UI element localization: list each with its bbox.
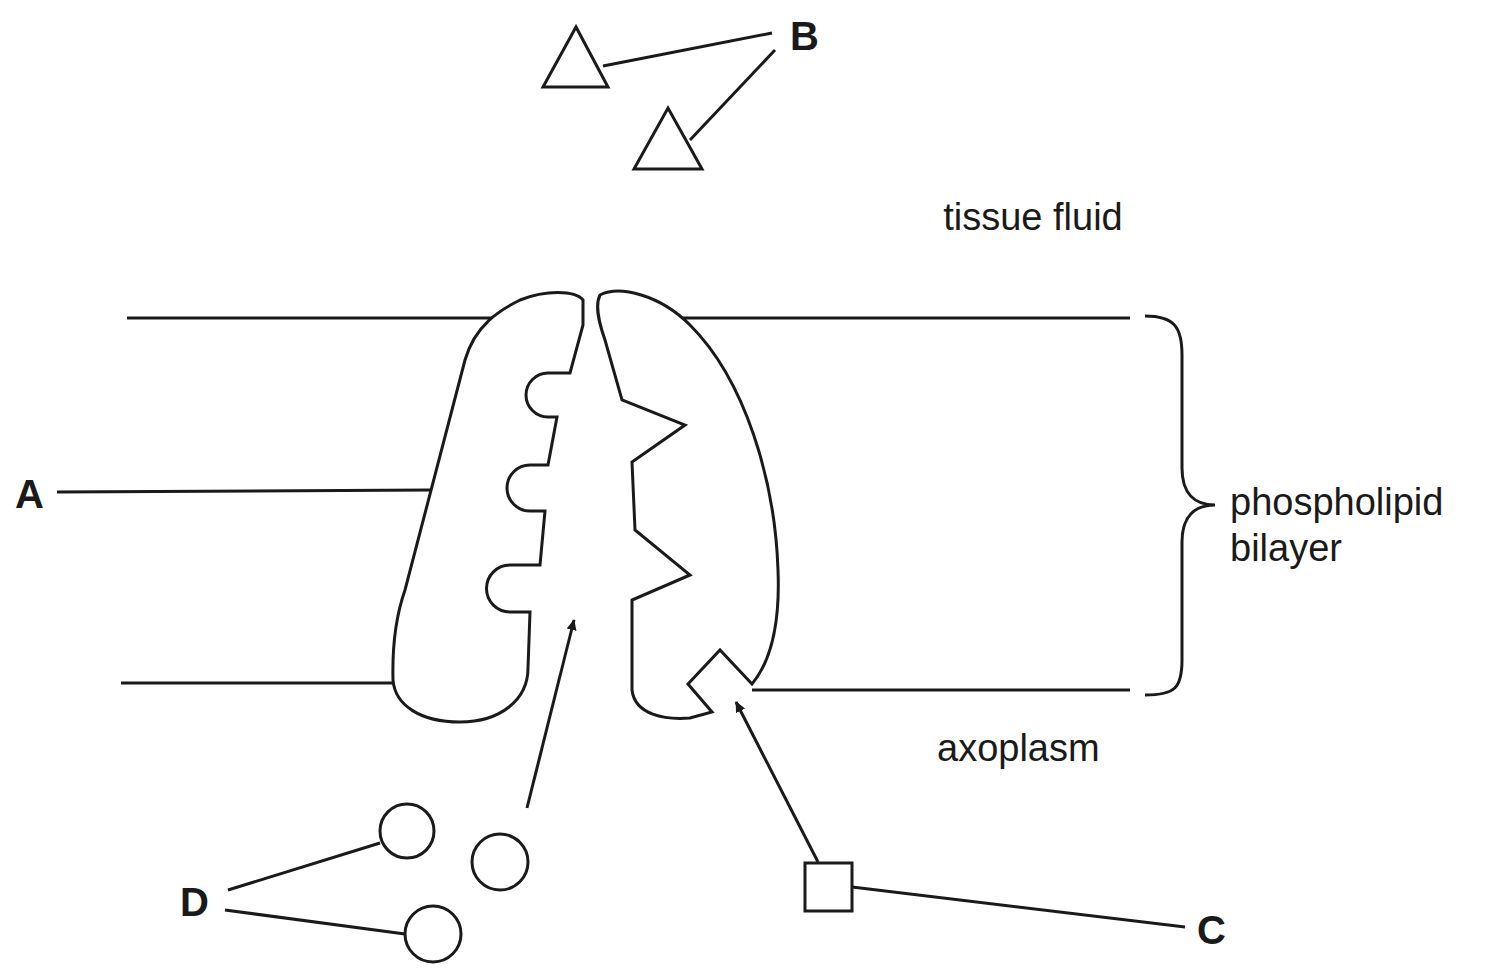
ion-circle	[405, 906, 461, 962]
bracket	[1145, 316, 1215, 695]
callout-letter: D	[180, 878, 240, 926]
callout-letter: B	[790, 12, 850, 60]
leader-line	[690, 50, 775, 140]
protein-subunit	[393, 293, 583, 723]
ion-circle	[380, 804, 434, 858]
leader-line	[852, 887, 1185, 927]
membrane-line	[752, 689, 1130, 692]
membrane-line	[680, 317, 1130, 320]
molecule-triangle	[543, 27, 608, 87]
leader-line	[57, 490, 430, 492]
region-label: axoplasm	[937, 726, 1197, 772]
structure-label: phospholipid bilayer	[1230, 480, 1498, 571]
callout-letter: A	[15, 470, 75, 518]
leader-line	[228, 843, 380, 890]
membrane-line	[127, 317, 505, 320]
membrane-line	[121, 682, 394, 685]
movement-arrow	[736, 702, 818, 862]
leader-line	[603, 33, 772, 66]
molecule-square	[805, 863, 852, 911]
protein-subunit	[598, 291, 779, 718]
region-label: tissue fluid	[943, 195, 1123, 241]
ion-circle	[472, 834, 528, 890]
leader-line	[225, 910, 405, 934]
movement-arrow	[527, 620, 574, 808]
callout-letter: C	[1197, 906, 1257, 954]
